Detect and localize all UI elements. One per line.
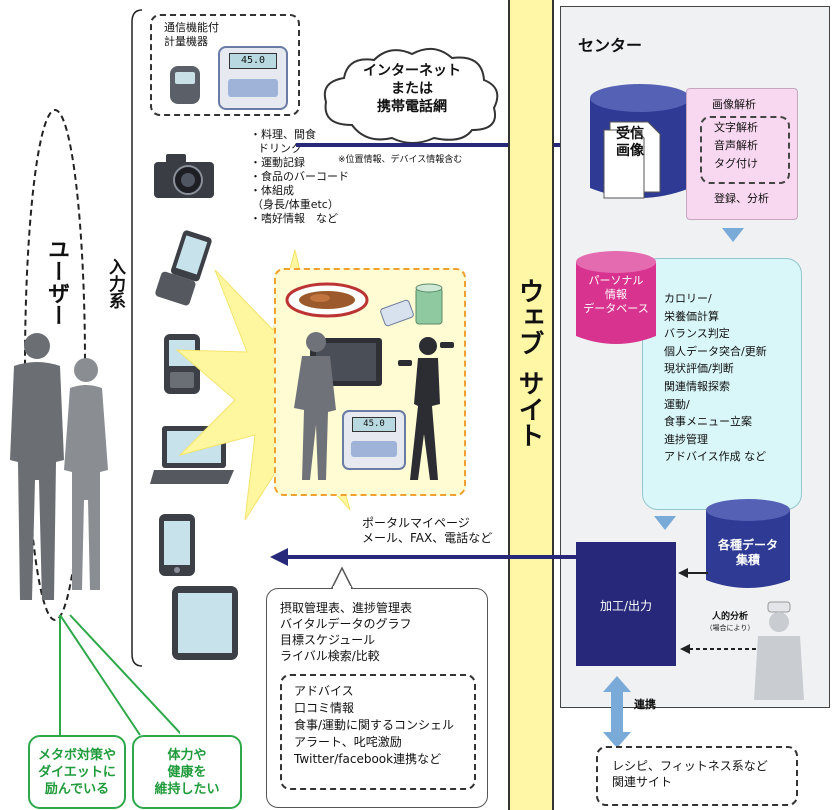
- advice-item: アラート、叱咤激励: [294, 735, 402, 749]
- processing-item: 食事メニュー立案: [664, 415, 752, 429]
- walking-person-icon: [294, 332, 336, 480]
- device-box-title-line2: 計量機器: [164, 35, 208, 48]
- analyst-arrow: [680, 644, 756, 654]
- personal-database-label: パーソナル情報データベース: [583, 274, 649, 315]
- related-sites-line2: 関連サイト: [612, 775, 673, 789]
- input-item: ・運動記録: [250, 156, 305, 169]
- goal-box-fitness: 体力や健康を維持したい: [132, 735, 242, 809]
- drink-icon: [380, 283, 443, 327]
- processing-item: 進捗管理: [664, 432, 708, 446]
- input-item: ドリンク: [258, 142, 302, 155]
- output-content-item: バイタルデータのグラフ: [280, 617, 412, 631]
- illustration-scale-icon: 45.0: [342, 410, 406, 470]
- flow-down-arrow-2: [654, 516, 676, 530]
- processing-item: 関連情報探索: [664, 379, 730, 393]
- processing-item: 栄養価計算: [664, 309, 719, 323]
- processing-item: バランス判定: [664, 327, 730, 341]
- output-box: [576, 542, 676, 666]
- exercising-person-icon: [398, 337, 454, 480]
- analysis-dashed-group: 文字解析 音声解析 タグ付け: [700, 116, 790, 184]
- processing-item: 運動/: [664, 397, 690, 411]
- user-silhouette-icon: [10, 333, 108, 600]
- advice-box: アドバイス 口コミ情報 食事/運動に関するコンシェル アラート、叱咤激励 Twi…: [280, 674, 476, 790]
- flow-down-arrow-1: [722, 228, 744, 242]
- advice-item: アドバイス: [294, 684, 354, 698]
- output-box-label: 加工/出力: [599, 599, 653, 613]
- scale-icon: 45.0: [218, 46, 288, 110]
- output-contents-pointer: [330, 566, 354, 590]
- input-item: （身長/体重etc）: [252, 198, 339, 211]
- input-items-list: ・料理、間食 ドリンク ・運動記録 ・食品のバーコード ・体組成 （身長/体重e…: [250, 128, 349, 226]
- receive-database-label: 受信画像: [616, 126, 644, 159]
- output-contents-list: 摂取管理表、進捗管理表 バイタルデータのグラフ 目標スケジュール ライバル検索/…: [280, 600, 412, 664]
- related-sites-line1: レシピ、フィットネス系など: [612, 759, 768, 773]
- user-label: ユーザー: [44, 238, 69, 326]
- advice-item: 食事/運動に関するコンシェル: [294, 718, 455, 732]
- output-arrow: [270, 548, 578, 566]
- goal-box-diet: メタボ対策やダイエットに励んでいる: [28, 735, 126, 809]
- center-title: センター: [578, 36, 643, 55]
- input-item: ・体組成: [250, 184, 294, 197]
- input-note: ※位置情報、デバイス情報含む: [338, 155, 463, 165]
- cloud-shape: [323, 47, 499, 144]
- device-box: 通信機能付 計量機器 45.0: [150, 14, 300, 116]
- output-content-item: 目標スケジュール: [280, 633, 376, 647]
- input-item: ・嗜好情報 など: [250, 212, 338, 225]
- processing-item: 個人データ突合/更新: [664, 344, 767, 358]
- pedometer-icon: [170, 66, 200, 104]
- processing-item: アドバイス作成 など: [664, 450, 767, 464]
- personal-database-icon: [576, 251, 656, 344]
- link-label: 連携: [634, 698, 656, 711]
- advice-item: Twitter/facebook連携など: [294, 752, 442, 766]
- flip-phone-icon: [155, 230, 212, 306]
- receive-database-icon: [590, 84, 690, 199]
- tablet-icon: [172, 586, 238, 660]
- analysis-item-image: 画像解析: [712, 98, 756, 111]
- output-channel-label: ポータルマイページメール、FAX、電話など: [362, 516, 493, 545]
- output-content-item: ライバル検索/比較: [280, 649, 380, 663]
- smartphone-icon: [159, 514, 195, 576]
- data-store-icon: [706, 499, 790, 588]
- processing-items-list: カロリー/ 栄養価計算 バランス判定 個人データ突合/更新 現状評価/判断 関連…: [664, 290, 767, 466]
- analyst-label: 人的分析（場合により）: [705, 612, 755, 632]
- input-item: ・食品のバーコード: [250, 170, 349, 183]
- processing-panel: [642, 258, 802, 510]
- device-box-title-line1: 通信機能付: [164, 21, 219, 34]
- data-store-label: 各種データ集積: [717, 538, 778, 567]
- analysis-item: 音声解析: [714, 139, 758, 152]
- illustration-scale-display: 45.0: [352, 417, 396, 432]
- input-label: 入力系: [105, 258, 125, 309]
- food-plate-icon: [285, 282, 369, 318]
- camera-icon: [154, 154, 214, 198]
- processing-item: カロリー/: [664, 292, 712, 305]
- store-to-output-arrow: [678, 568, 708, 578]
- advice-item: 口コミ情報: [294, 701, 355, 715]
- analyst-person-icon: [754, 601, 804, 700]
- input-bracket: [131, 9, 143, 667]
- scale-display: 45.0: [229, 53, 277, 69]
- user-goal-connectors: [59, 614, 180, 736]
- input-item: ・料理、間食: [250, 128, 316, 141]
- output-content-item: 摂取管理表、進捗管理表: [280, 601, 413, 615]
- analysis-item: タグ付け: [714, 157, 758, 170]
- cloud-text: インターネットまたは携帯電話網: [363, 63, 461, 115]
- link-double-arrow: [603, 676, 631, 748]
- analysis-item-register: 登録、分析: [714, 192, 769, 205]
- analysis-item: 文字解析: [714, 121, 758, 134]
- web-site-label: ウェブサイト: [514, 278, 544, 448]
- related-sites-box: レシピ、フィットネス系など 関連サイト: [596, 746, 798, 806]
- processing-item: 現状評価/判断: [664, 362, 734, 376]
- web-site-band: [508, 0, 554, 810]
